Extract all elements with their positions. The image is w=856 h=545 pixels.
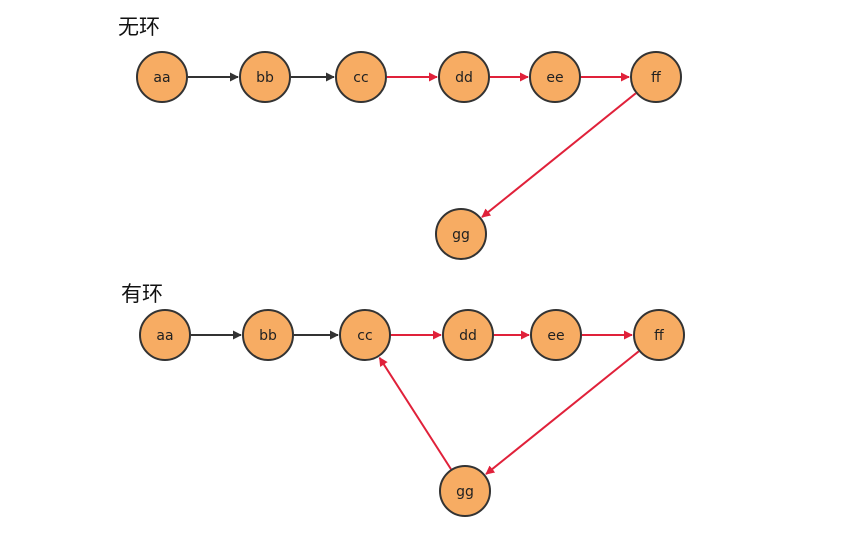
node-label: dd [459, 328, 477, 344]
node-label: ee [547, 328, 564, 344]
node-acyclic-ee: ee [529, 51, 581, 103]
node-circle [139, 309, 191, 361]
edge-cyclic-ff-gg [485, 350, 640, 475]
node-label: bb [256, 70, 274, 86]
node-label: gg [452, 227, 470, 243]
node-cyclic-aa: aa [139, 309, 191, 361]
node-circle [530, 309, 582, 361]
diagram-title-cyclic: 有环 [121, 282, 163, 306]
node-circle [335, 51, 387, 103]
node-cyclic-dd: dd [442, 309, 494, 361]
node-label: gg [456, 484, 474, 500]
node-circle [529, 51, 581, 103]
node-circle [439, 465, 491, 517]
node-circle [633, 309, 685, 361]
node-label: ee [546, 70, 563, 86]
node-label: ff [651, 70, 661, 86]
node-cyclic-gg: gg [439, 465, 491, 517]
node-label: bb [259, 328, 277, 344]
node-circle [435, 208, 487, 260]
node-label: ff [654, 328, 664, 344]
node-label: aa [153, 70, 170, 86]
node-acyclic-ff: ff [630, 51, 682, 103]
edge-acyclic-ff-gg [481, 92, 637, 218]
node-acyclic-bb: bb [239, 51, 291, 103]
node-cyclic-bb: bb [242, 309, 294, 361]
node-circle [339, 309, 391, 361]
node-label: cc [357, 328, 372, 344]
diagram-title-acyclic: 无环 [118, 15, 160, 39]
node-circle [438, 51, 490, 103]
node-label: dd [455, 70, 473, 86]
node-circle [242, 309, 294, 361]
node-label: aa [156, 328, 173, 344]
node-circle [239, 51, 291, 103]
node-acyclic-dd: dd [438, 51, 490, 103]
node-circle [630, 51, 682, 103]
node-cyclic-cc: cc [339, 309, 391, 361]
node-acyclic-gg: gg [435, 208, 487, 260]
node-label: cc [353, 70, 368, 86]
node-cyclic-ff: ff [633, 309, 685, 361]
node-circle [136, 51, 188, 103]
node-acyclic-cc: cc [335, 51, 387, 103]
node-acyclic-aa: aa [136, 51, 188, 103]
edge-cyclic-gg-cc [378, 356, 452, 470]
node-circle [442, 309, 494, 361]
node-cyclic-ee: ee [530, 309, 582, 361]
